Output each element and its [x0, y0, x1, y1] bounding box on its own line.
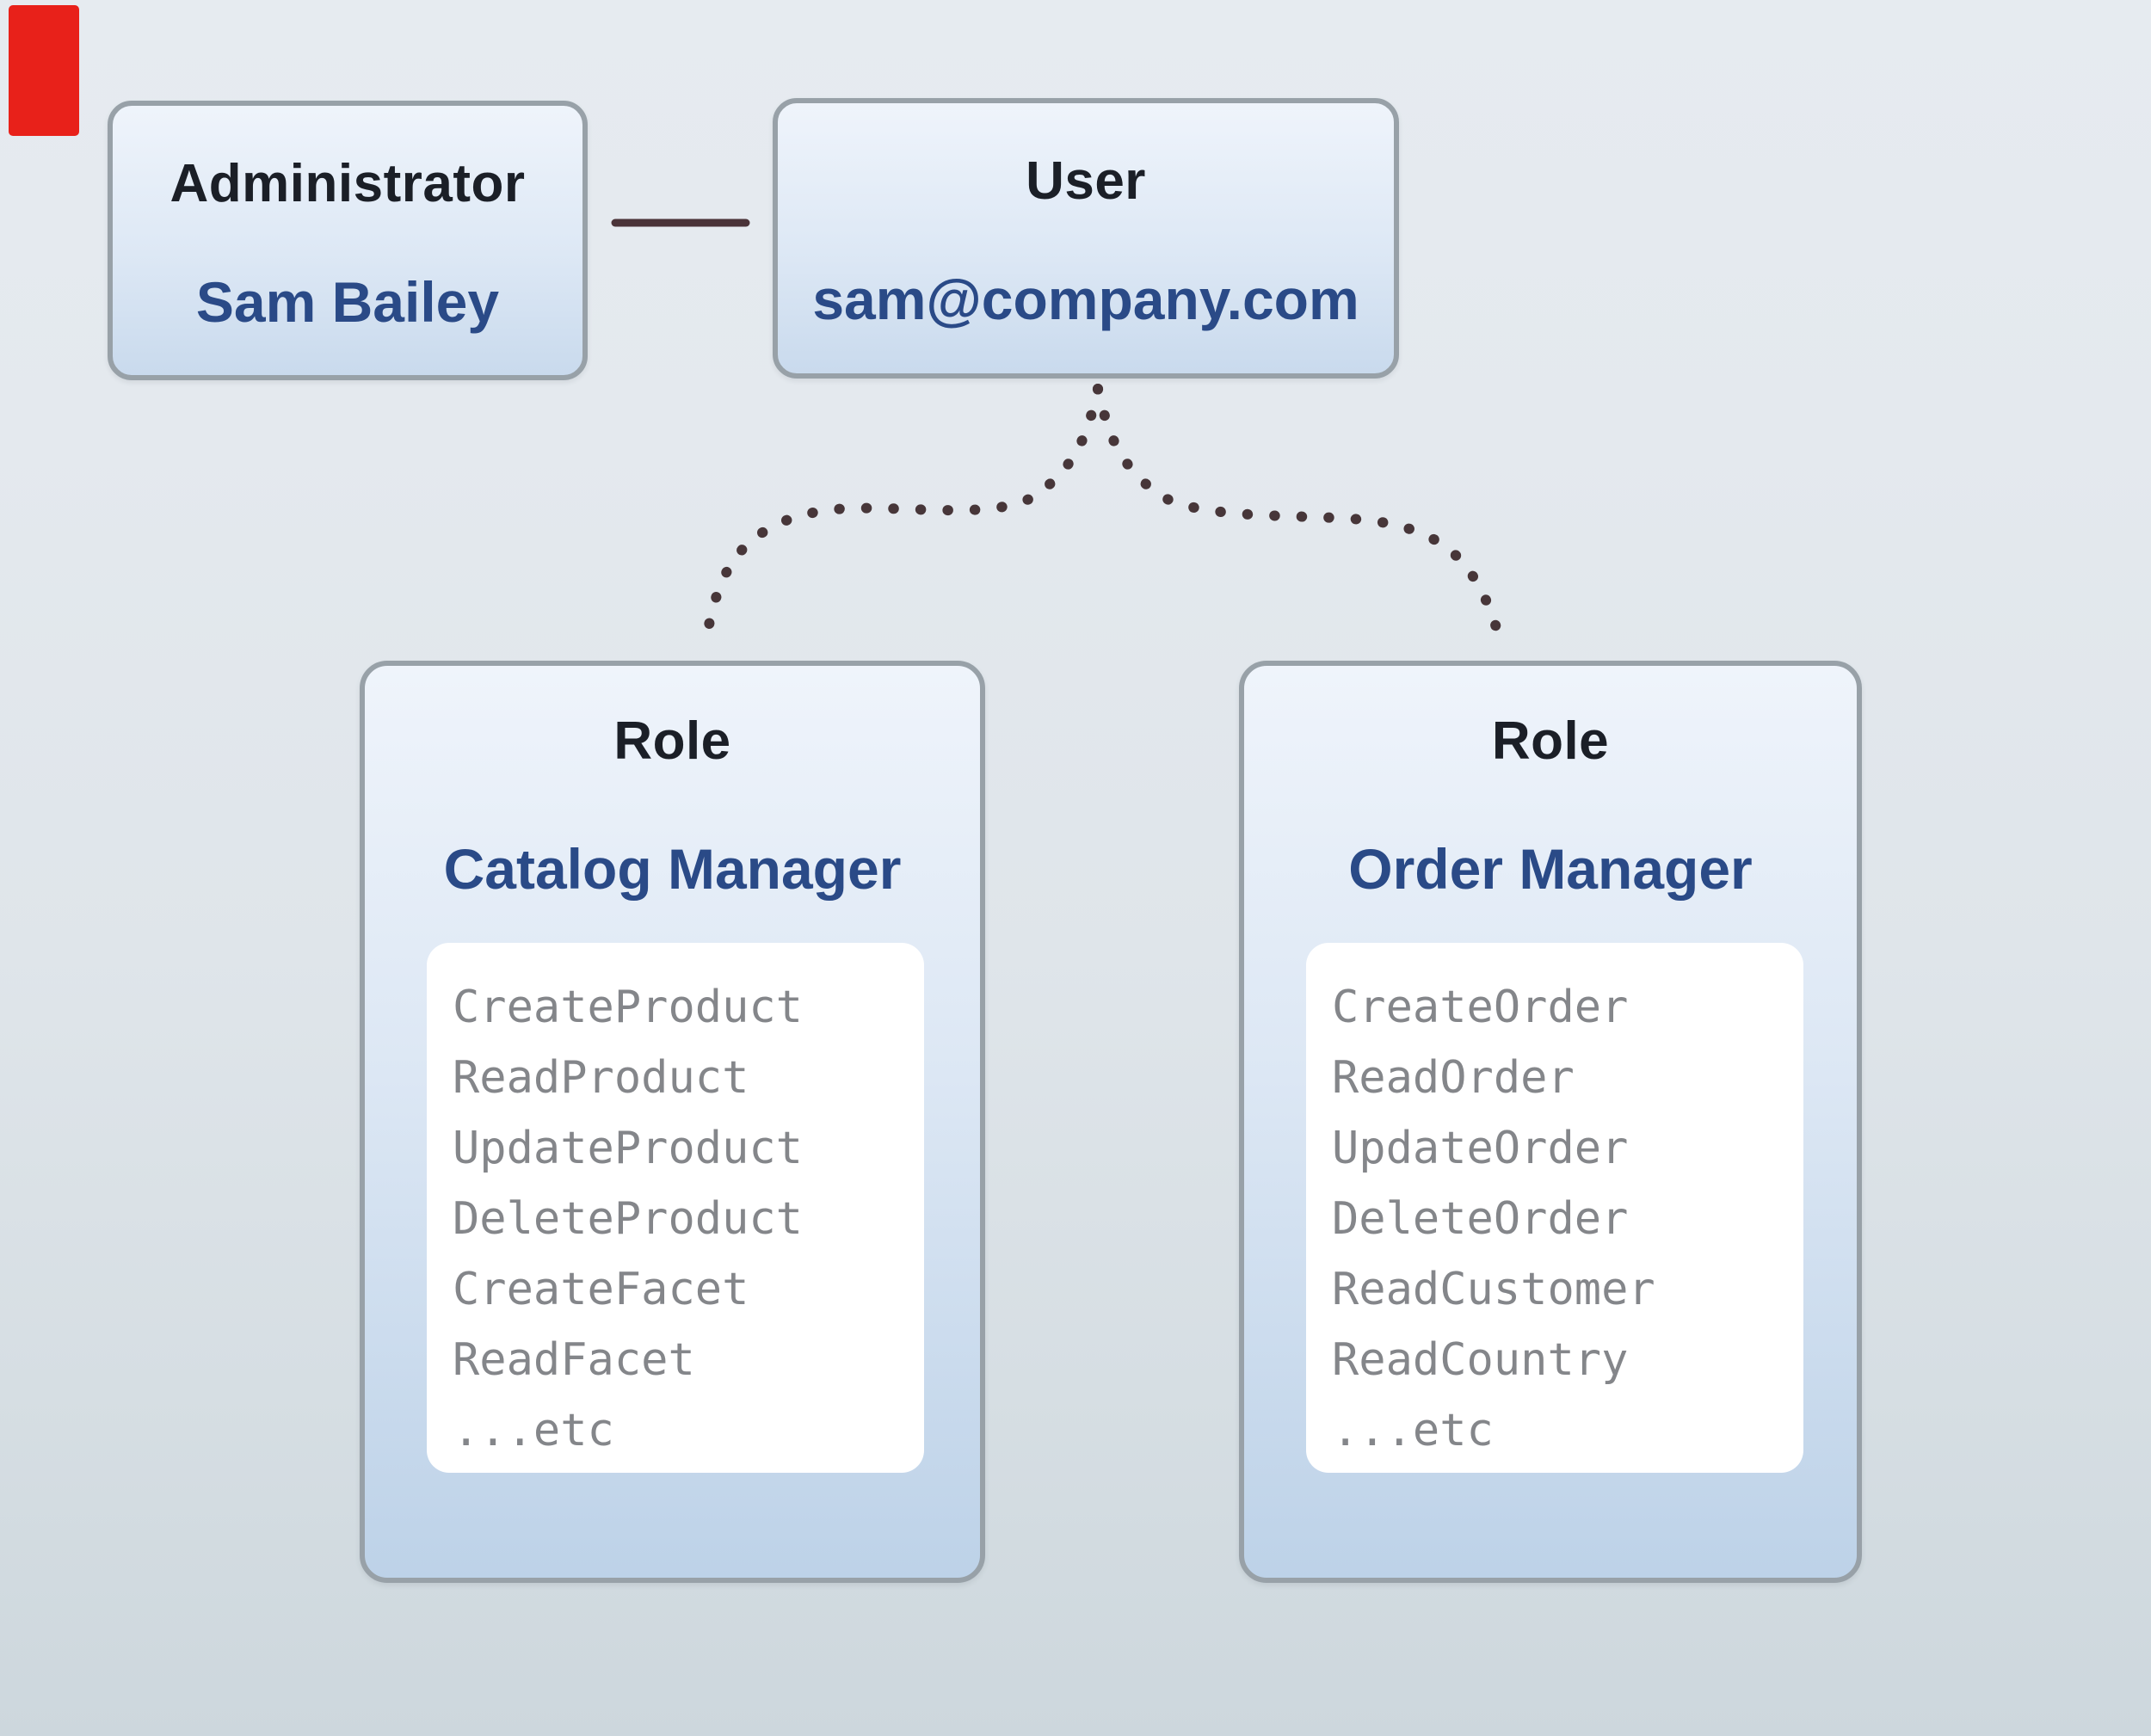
user-to-catalog-role-dotted-link	[700, 384, 1103, 652]
permission-item: DeleteProduct	[453, 1193, 803, 1245]
administrator-card: Administrator Sam Bailey	[108, 101, 588, 380]
role-name-order-manager: Order Manager	[1348, 837, 1753, 901]
role-name-catalog-manager: Catalog Manager	[443, 837, 902, 901]
permission-item: ...etc	[1332, 1405, 1494, 1456]
permission-item: CreateProduct	[453, 982, 803, 1033]
permission-item: CreateFacet	[453, 1264, 749, 1315]
user-card-title: User	[1026, 151, 1146, 211]
permission-item: ReadCustomer	[1332, 1264, 1655, 1315]
permission-item: ...etc	[453, 1405, 614, 1456]
permission-item: DeleteOrder	[1332, 1193, 1629, 1245]
red-marker-rectangle	[9, 5, 79, 136]
user-card: User sam@company.com	[773, 98, 1399, 379]
permission-item: ReadProduct	[453, 1052, 749, 1104]
administrator-card-title: Administrator	[169, 154, 526, 213]
permission-item: ReadCountry	[1332, 1334, 1629, 1386]
permission-item: UpdateOrder	[1332, 1123, 1629, 1174]
role-card-title: Role	[613, 711, 731, 771]
permission-item: UpdateProduct	[453, 1123, 803, 1174]
permission-item: ReadOrder	[1332, 1052, 1575, 1104]
role-card-title: Role	[1491, 711, 1610, 771]
permission-item: CreateOrder	[1332, 982, 1629, 1033]
user-email: sam@company.com	[812, 268, 1359, 331]
permission-item: ReadFacet	[453, 1334, 695, 1386]
user-to-order-role-dotted-link	[1093, 384, 1506, 652]
administrator-name: Sam Bailey	[195, 270, 500, 334]
